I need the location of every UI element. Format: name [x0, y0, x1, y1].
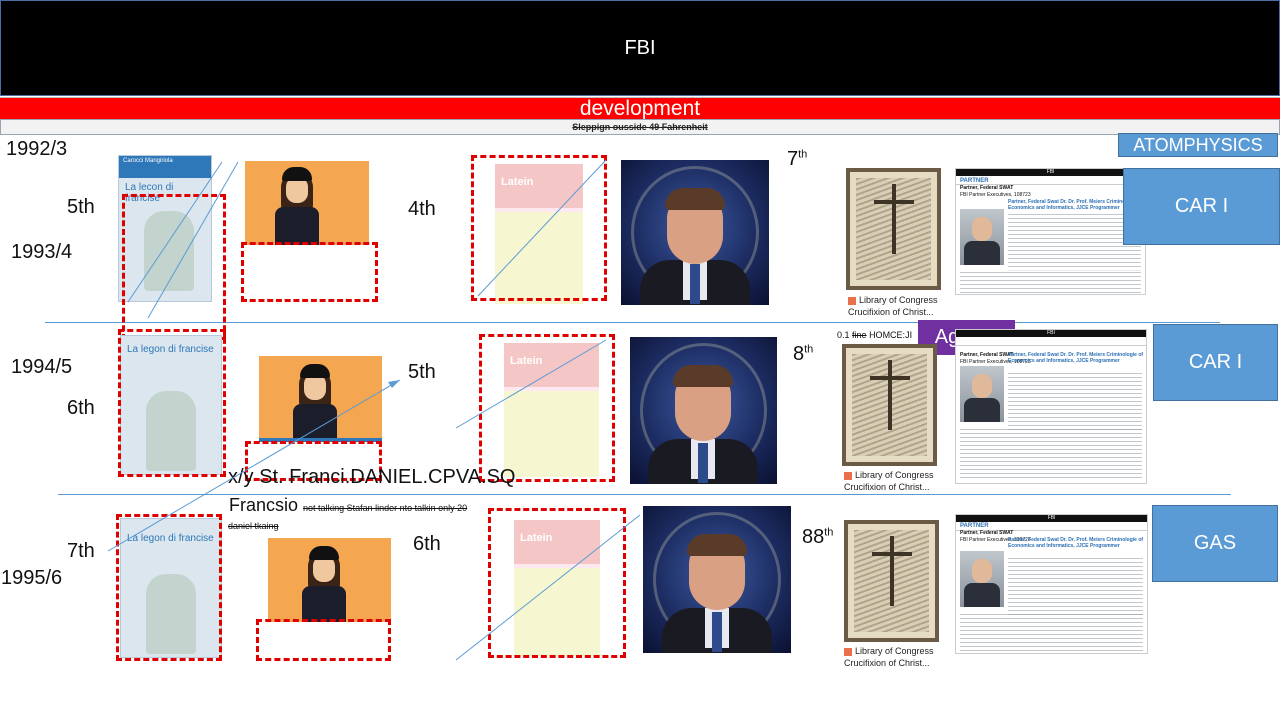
latin-card: Latein — [495, 164, 583, 304]
crucifixion-engraving — [846, 168, 941, 290]
gas-label: GAS — [1193, 532, 1237, 554]
portrait-photo — [621, 160, 769, 305]
atomphysics-text: ATOMPHYSICS — [1133, 134, 1263, 155]
library-icon — [844, 647, 852, 656]
year-label-1992: 1992/3 — [6, 138, 68, 160]
library-icon — [844, 471, 852, 480]
car-label: CAR I — [1174, 195, 1229, 217]
year-label-1993: 1993/4 — [11, 241, 73, 263]
grade-label: 4th — [408, 198, 436, 220]
red-dashed-frame — [245, 441, 382, 481]
photo-underline — [259, 438, 382, 442]
latin-header: Latein — [514, 520, 600, 564]
fbi-webpage-screenshot: FBI PARTNER Partner, Federal SWAT FBI Pa… — [955, 168, 1146, 295]
year-label-1995: 1995/6 — [1, 567, 63, 589]
rank-label: 88th — [802, 526, 834, 548]
fbi-webpage-screenshot: FBI Partner, Federal SWAT FBI Partner Ex… — [955, 329, 1147, 484]
connector-line — [455, 339, 607, 429]
library-icon — [848, 296, 856, 305]
library-caption: Library of Congress Crucifixion of Chris… — [844, 646, 934, 668]
development-title: development — [579, 97, 701, 120]
red-dashed-frame — [118, 329, 226, 477]
red-dashed-frame — [471, 155, 607, 301]
textbook-cover: Carocci Mangiriola La lecon di francise — [118, 155, 212, 302]
book-illustration — [146, 391, 196, 471]
red-dashed-frame — [488, 508, 626, 658]
book-illustration — [146, 574, 196, 654]
row-divider — [45, 322, 1220, 323]
latin-card: Latein — [514, 520, 600, 656]
portrait-photo — [630, 337, 777, 484]
grade-label: 6th — [413, 533, 441, 555]
struck-note-bar: Sleppign ousside 49 Fahrenheit — [0, 119, 1280, 135]
girl-photo — [245, 161, 369, 245]
crucifixion-engraving — [844, 520, 939, 642]
grade-label: 7th — [67, 540, 95, 562]
car-label-box: CAR I — [1153, 324, 1278, 401]
connector-arrow — [107, 379, 401, 552]
connector-line — [455, 514, 641, 661]
library-caption: Library of Congress Crucifixion of Chris… — [844, 470, 934, 492]
portrait-photo — [643, 506, 791, 653]
daniel-taking-note: daniel tkaing — [228, 521, 279, 531]
daniel-annotation: x/y St. Franci.DANIEL.CPVA.SQ — [228, 466, 516, 488]
year-label-1994: 1994/5 — [11, 356, 73, 378]
francsio-annotation: Francsio not talking Stafan linder nto t… — [229, 495, 468, 515]
car-label: CAR I — [1188, 351, 1243, 373]
development-banner: development — [0, 97, 1280, 120]
red-dashed-frame — [479, 334, 615, 482]
book-title: La legon di francise — [127, 344, 214, 355]
gas-label-box: GAS — [1152, 505, 1278, 582]
girl-photo — [268, 538, 391, 622]
connector-line — [127, 161, 223, 303]
crucifixion-engraving — [842, 344, 937, 466]
row-divider — [58, 494, 1231, 495]
fbi-webpage-screenshot: FBI PARTNER Partner, Federal SWAT FBI Pa… — [955, 514, 1148, 654]
age-note: 0.1 fine HOMCE:JI — [837, 330, 913, 340]
red-dashed-frame — [256, 619, 391, 661]
grade-label: 6th — [67, 397, 95, 419]
struck-note: Sleppign ousside 49 Fahrenheit — [572, 122, 708, 132]
book-illustration — [144, 211, 194, 291]
red-dashed-frame — [241, 242, 378, 302]
connector-line — [477, 159, 607, 297]
rank-label: 7th — [787, 148, 808, 170]
book-publisher: Carocci Mangiriola — [119, 156, 211, 178]
latin-header: Latein — [504, 343, 599, 387]
latin-header: Latein — [495, 164, 583, 208]
header-bar: FBI — [0, 0, 1280, 96]
latin-card: Latein — [504, 343, 599, 477]
textbook-cover: La legon di francise — [120, 518, 222, 658]
connector-line — [147, 161, 239, 319]
grade-label: 5th — [67, 196, 95, 218]
book-title: La lecon di francise — [125, 182, 174, 204]
book-title: La legon di francise — [127, 533, 214, 544]
header-title: FBI — [624, 36, 656, 59]
rank-label: 8th — [793, 343, 814, 365]
grade-label: 5th — [408, 361, 436, 383]
car-label-box: CAR I — [1123, 168, 1280, 245]
arrow-head — [388, 380, 400, 388]
library-caption: Library of Congress Crucifixion of Chris… — [848, 295, 938, 317]
atomphysics-label: ATOMPHYSICS — [1118, 133, 1278, 157]
